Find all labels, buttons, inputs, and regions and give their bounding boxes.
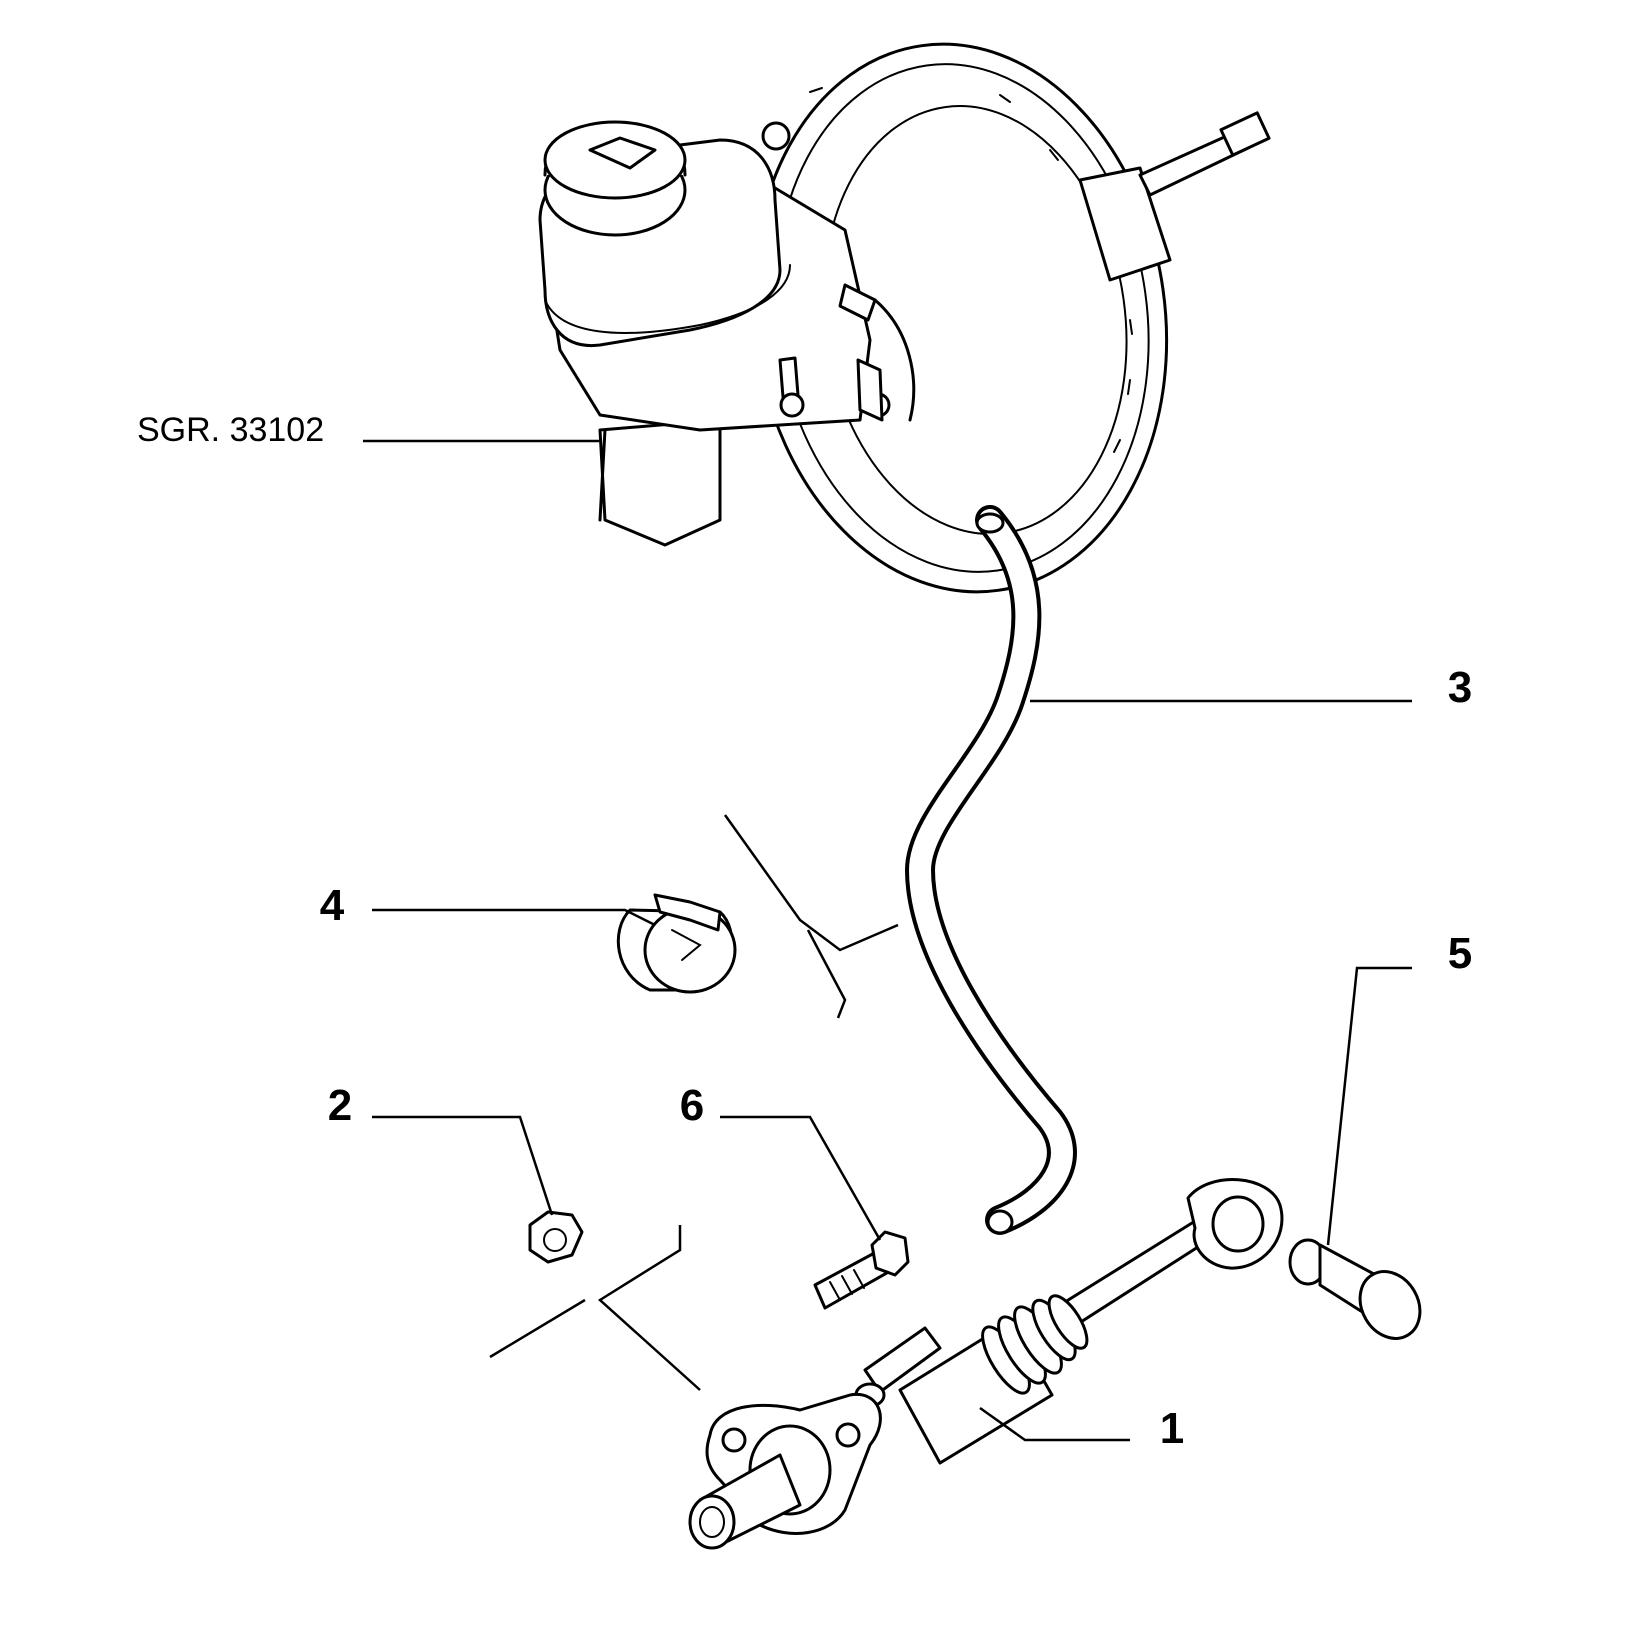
- reference-group-label: SGR. 33102: [137, 411, 324, 449]
- callout-3: 3: [1448, 663, 1472, 712]
- cylinder-part-1: [688, 1178, 1284, 1550]
- leader-line-4: [372, 908, 656, 927]
- brake-booster: [751, 42, 1271, 594]
- leader-line-1: [979, 1406, 1130, 1442]
- nut-part-2: [528, 1210, 584, 1264]
- pin-part-5: [1288, 1238, 1422, 1340]
- leader-line-6: [720, 1115, 882, 1241]
- callout-4: 4: [320, 881, 345, 930]
- hose-part-3: [904, 505, 1077, 1235]
- leader-line-2: [372, 1115, 554, 1216]
- callout-6: 6: [680, 1081, 704, 1130]
- clip-part-4: [616, 893, 737, 994]
- master-cylinder: [538, 120, 916, 547]
- group-brackets: [489, 814, 899, 1391]
- leader-lines: [363, 439, 1412, 1442]
- callout-5: 5: [1448, 929, 1472, 978]
- leader-line-5: [1326, 966, 1412, 1246]
- callout-1: 1: [1160, 1404, 1184, 1453]
- callout-2: 2: [328, 1081, 352, 1130]
- bolt-part-6: [813, 1230, 910, 1310]
